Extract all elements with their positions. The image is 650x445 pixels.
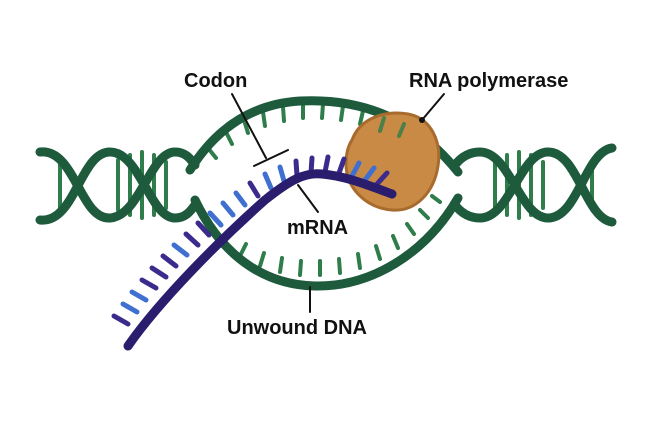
dna-rung [242,118,250,135]
mrna-base [129,289,149,303]
mrna-bases [111,154,390,327]
mrna-backbone [123,169,397,351]
dna-rung [320,102,325,120]
dna-rung [430,194,442,204]
mrna-base [149,265,169,280]
dna-rung [405,222,416,236]
polymerase-internal-rungs [378,116,406,138]
mrna-base [277,164,287,184]
dna-rung [238,242,248,258]
dna-rung [224,130,234,146]
codon-bracket [253,149,289,167]
unwound-dna-bottom-strand [190,193,463,291]
mrna-base [322,154,331,175]
dna-rung [397,122,406,138]
rna-polymerase-pointer-dot [419,117,425,123]
dna-rung [337,257,342,275]
dna-rung [258,251,266,268]
mrna-base [374,170,390,187]
mrna-pointer-line [297,184,319,213]
dna-rung [418,208,430,220]
mrna-strand [111,154,397,351]
mrna-base [120,301,140,315]
right-dna-helix [450,143,617,227]
mrna-base [139,277,159,291]
mrna-base [160,253,179,269]
mrna-base [220,200,236,218]
mrna-base [247,180,261,199]
mrna-base [207,210,224,228]
dna-rung [358,109,365,126]
right-helix-strand-b [450,143,617,223]
mrna-base [171,242,190,258]
mrna-base [336,156,347,176]
dna-rung [374,244,382,261]
mrna-base [183,231,201,248]
dna-rung [298,259,303,277]
rna-polymerase-label: RNA polymerase [409,70,568,92]
dna-rung [281,105,286,123]
mrna-label: mRNA [287,217,348,239]
dna-rung [339,104,345,122]
right-helix-strand-a [450,147,617,227]
mrna-base [233,190,248,208]
rna-polymerase-pointer-line [421,93,445,121]
dna-rung [391,234,400,250]
left-helix-strand-a [35,147,200,223]
mrna-base [349,160,362,179]
left-dna-helix [35,147,200,225]
dna-rung [378,116,386,133]
dna-rung [278,256,284,274]
codon-pointer-line [231,93,267,159]
mrna-base [195,220,212,238]
mrna-base [293,158,300,179]
mrna-base [262,171,274,191]
mrna-base [111,313,131,327]
codon-label: Codon [184,70,247,92]
dna-rung [356,252,362,270]
bottom-strand-backbone [190,193,463,291]
dna-rung [261,110,267,128]
left-helix-strand-b [35,147,200,225]
label-pointers [231,93,445,313]
unwound-dna-label: Unwound DNA [227,317,367,339]
mrna-base [362,165,377,183]
